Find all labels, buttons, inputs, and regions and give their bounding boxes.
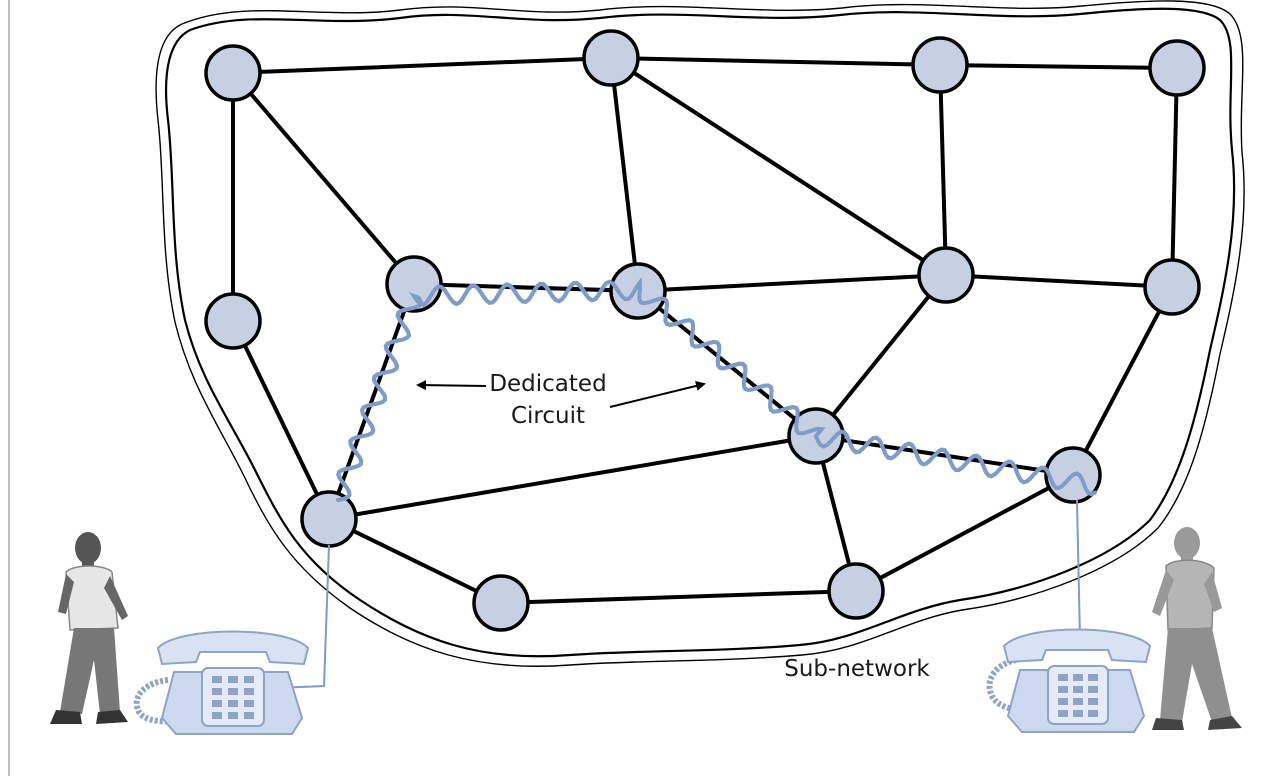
node-icon (1143, 258, 1201, 316)
subnetwork-label: Sub-network (784, 656, 930, 682)
node-icon (472, 574, 530, 632)
network-links (231, 56, 1179, 605)
person-icon (1152, 527, 1242, 730)
arrow-icon (416, 380, 487, 391)
arrow-icon (609, 381, 706, 408)
node-icon (204, 44, 262, 102)
node-icon (911, 36, 969, 94)
dedicated-circuit-label-line1: Dedicated (489, 371, 606, 397)
node-icon (1148, 39, 1206, 97)
dedicated-circuit-label-line2: Circuit (511, 403, 585, 429)
node-icon (582, 29, 640, 87)
phone-line-right (1076, 499, 1081, 641)
node-icon (300, 490, 358, 548)
node-icon (385, 255, 443, 313)
telephone-icon (133, 630, 310, 735)
network-nodes (204, 29, 1206, 632)
dedicated-circuit-path (336, 276, 1097, 502)
telephone-icon (986, 628, 1152, 733)
node-icon (827, 562, 885, 620)
subnetwork-boundary (155, 0, 1245, 667)
phone-line-left (275, 544, 330, 689)
person-icon (50, 532, 128, 724)
node-icon (917, 246, 975, 304)
node-icon (204, 292, 262, 350)
